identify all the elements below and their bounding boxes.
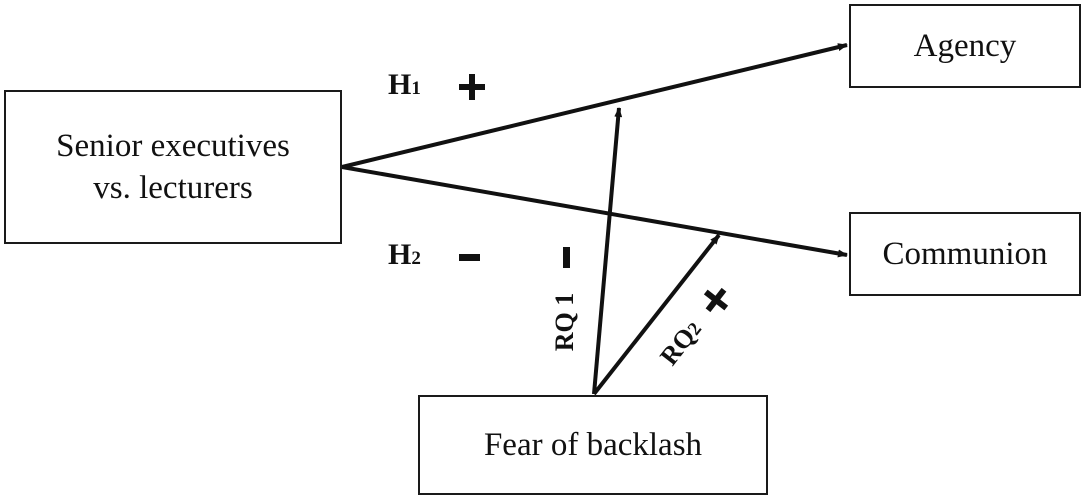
- arrow-rq2-fear-to-h2-path: [592, 233, 721, 396]
- label-h2-main: H: [388, 238, 412, 271]
- node-senior-executives-vs-lecturers: Senior executives vs. lecturers: [4, 90, 342, 244]
- node-agency-label: Agency: [913, 28, 1017, 64]
- node-communion-label: Communion: [882, 236, 1048, 272]
- node-fear-label: Fear of backlash: [483, 427, 703, 463]
- arrow-rq1-fear-to-h1-path: [592, 107, 623, 395]
- rq1-minus-sign: [563, 247, 570, 268]
- label-h1-main: H: [388, 68, 412, 101]
- label-h1: H1: [388, 68, 421, 102]
- node-senior-line2: vs. lecturers: [93, 170, 253, 206]
- label-rq1: RQ 1: [550, 293, 580, 352]
- rq2-plus-sign: [703, 287, 729, 313]
- h1-plus-sign: [459, 74, 485, 100]
- label-h1-sub: 1: [411, 78, 421, 99]
- label-h2: H2: [388, 238, 421, 272]
- node-senior-line1: Senior executives: [56, 128, 290, 164]
- arrow-h1-senior-to-agency: [341, 43, 848, 169]
- h2-minus-sign: [459, 254, 480, 261]
- label-rq1-text: RQ 1: [550, 292, 579, 352]
- label-h2-sub: 2: [411, 248, 421, 269]
- arrow-h2-senior-to-communion: [341, 165, 848, 258]
- node-fear-of-backlash: Fear of backlash: [418, 395, 768, 495]
- node-communion: Communion: [849, 212, 1081, 296]
- node-agency: Agency: [849, 4, 1081, 88]
